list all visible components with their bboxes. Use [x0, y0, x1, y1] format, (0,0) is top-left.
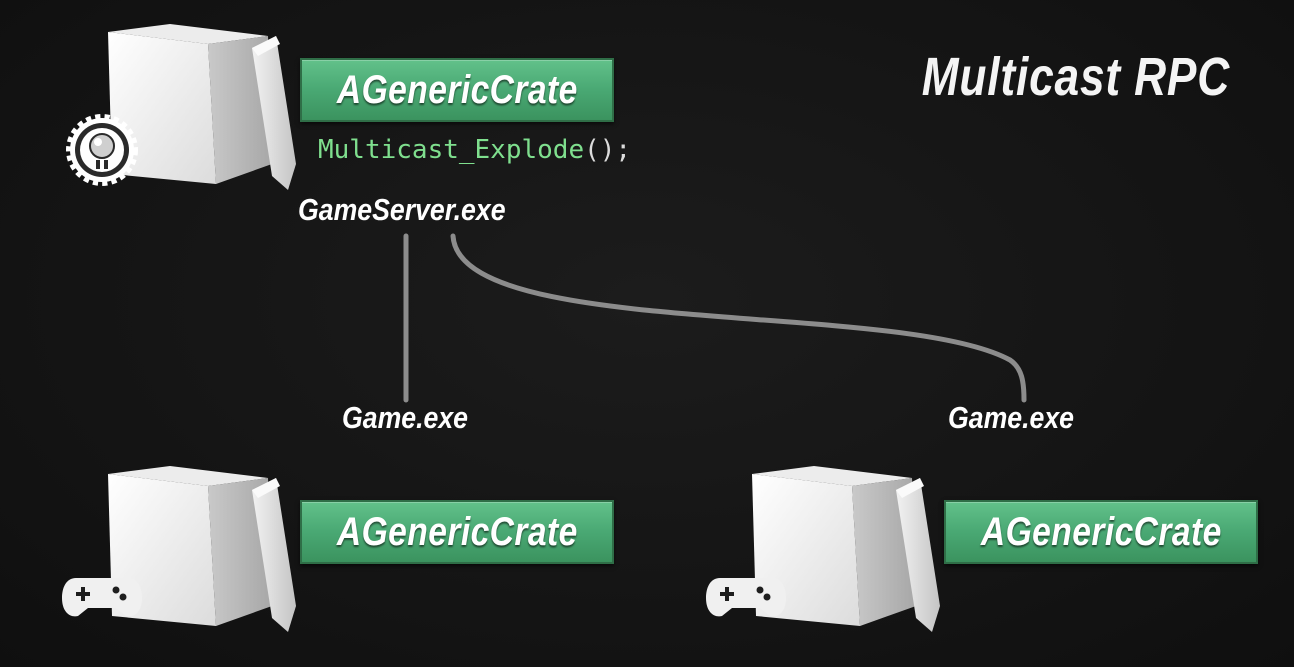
- server-crate-image: [108, 24, 296, 190]
- client1-class-name: AGenericCrate: [336, 509, 578, 554]
- code-function-name: Multicast_Explode: [318, 135, 585, 165]
- client2-class-badge: AGenericCrate: [944, 500, 1258, 564]
- server-code-call: Multicast_Explode();: [318, 135, 631, 165]
- diagram-title: Multicast RPC: [921, 47, 1230, 107]
- server-process-label: GameServer.exe: [298, 192, 506, 227]
- client2-gamepad-icon: [706, 578, 786, 617]
- client1-gamepad-icon: [62, 578, 142, 617]
- server-class-badge: AGenericCrate: [300, 58, 614, 122]
- server-gear-icon: [66, 114, 138, 186]
- client1-class-badge: AGenericCrate: [300, 500, 614, 564]
- client2-process-label: Game.exe: [948, 400, 1074, 435]
- code-suffix: ();: [584, 135, 632, 165]
- client1-process-label: Game.exe: [342, 400, 468, 435]
- server-to-client2-link: [450, 233, 1027, 403]
- client2-class-name: AGenericCrate: [980, 509, 1222, 554]
- server-class-name: AGenericCrate: [336, 67, 578, 112]
